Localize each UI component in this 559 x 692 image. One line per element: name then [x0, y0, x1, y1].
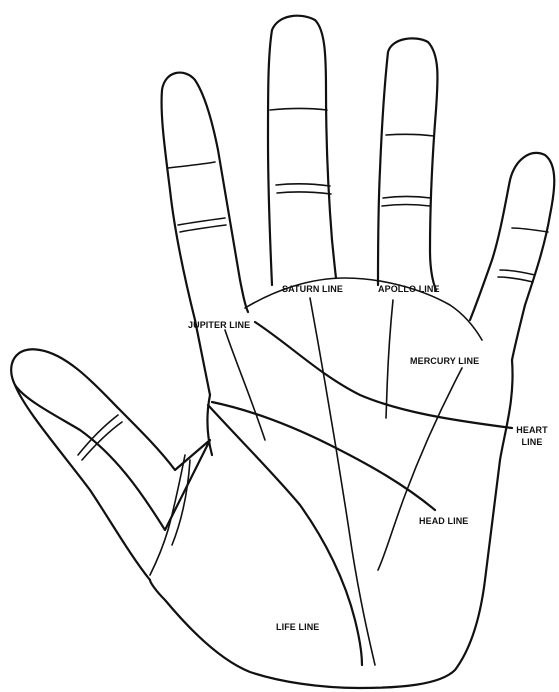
ring-crease-2	[383, 197, 431, 199]
index-crease-2	[178, 218, 225, 225]
life-line-label: LIFE LINE	[276, 622, 319, 632]
little-finger-outline	[470, 153, 554, 360]
thumb-back-edge	[15, 385, 150, 580]
heart-line-label-word-2: LINE	[515, 436, 549, 448]
ring-finger-outline	[378, 38, 438, 290]
thumb-crease-1	[78, 415, 118, 455]
heart-line	[255, 322, 512, 428]
middle-crease-1	[270, 109, 327, 111]
index-crease-3	[180, 225, 226, 232]
heart-line-label: HEART LINE	[515, 424, 549, 448]
finger-base-arc	[245, 278, 482, 340]
index-crease-1	[168, 162, 215, 168]
apollo-line	[386, 300, 393, 418]
middle-crease-2	[276, 184, 330, 186]
jupiter-line	[225, 330, 265, 440]
little-crease-1	[512, 228, 548, 232]
mercury-line	[378, 368, 462, 570]
heart-line-label-word-1: HEART	[515, 424, 549, 436]
saturn-line	[310, 298, 375, 665]
little-crease-3	[498, 277, 533, 282]
apollo-line-label: APOLLO LINE	[378, 284, 440, 294]
ring-crease-3	[382, 205, 430, 207]
middle-finger-outline	[268, 16, 336, 285]
index-finger-outline	[162, 73, 248, 395]
little-crease-2	[500, 270, 535, 275]
ring-crease-1	[386, 134, 434, 136]
jupiter-line-label: JUPITER LINE	[188, 320, 250, 330]
mercury-line-label: MERCURY LINE	[410, 356, 479, 366]
head-line	[212, 402, 435, 510]
thumb-outline	[11, 349, 210, 530]
saturn-line-label: SATURN LINE	[282, 284, 343, 294]
head-line-label: HEAD LINE	[419, 516, 468, 526]
middle-crease-3	[277, 192, 331, 194]
